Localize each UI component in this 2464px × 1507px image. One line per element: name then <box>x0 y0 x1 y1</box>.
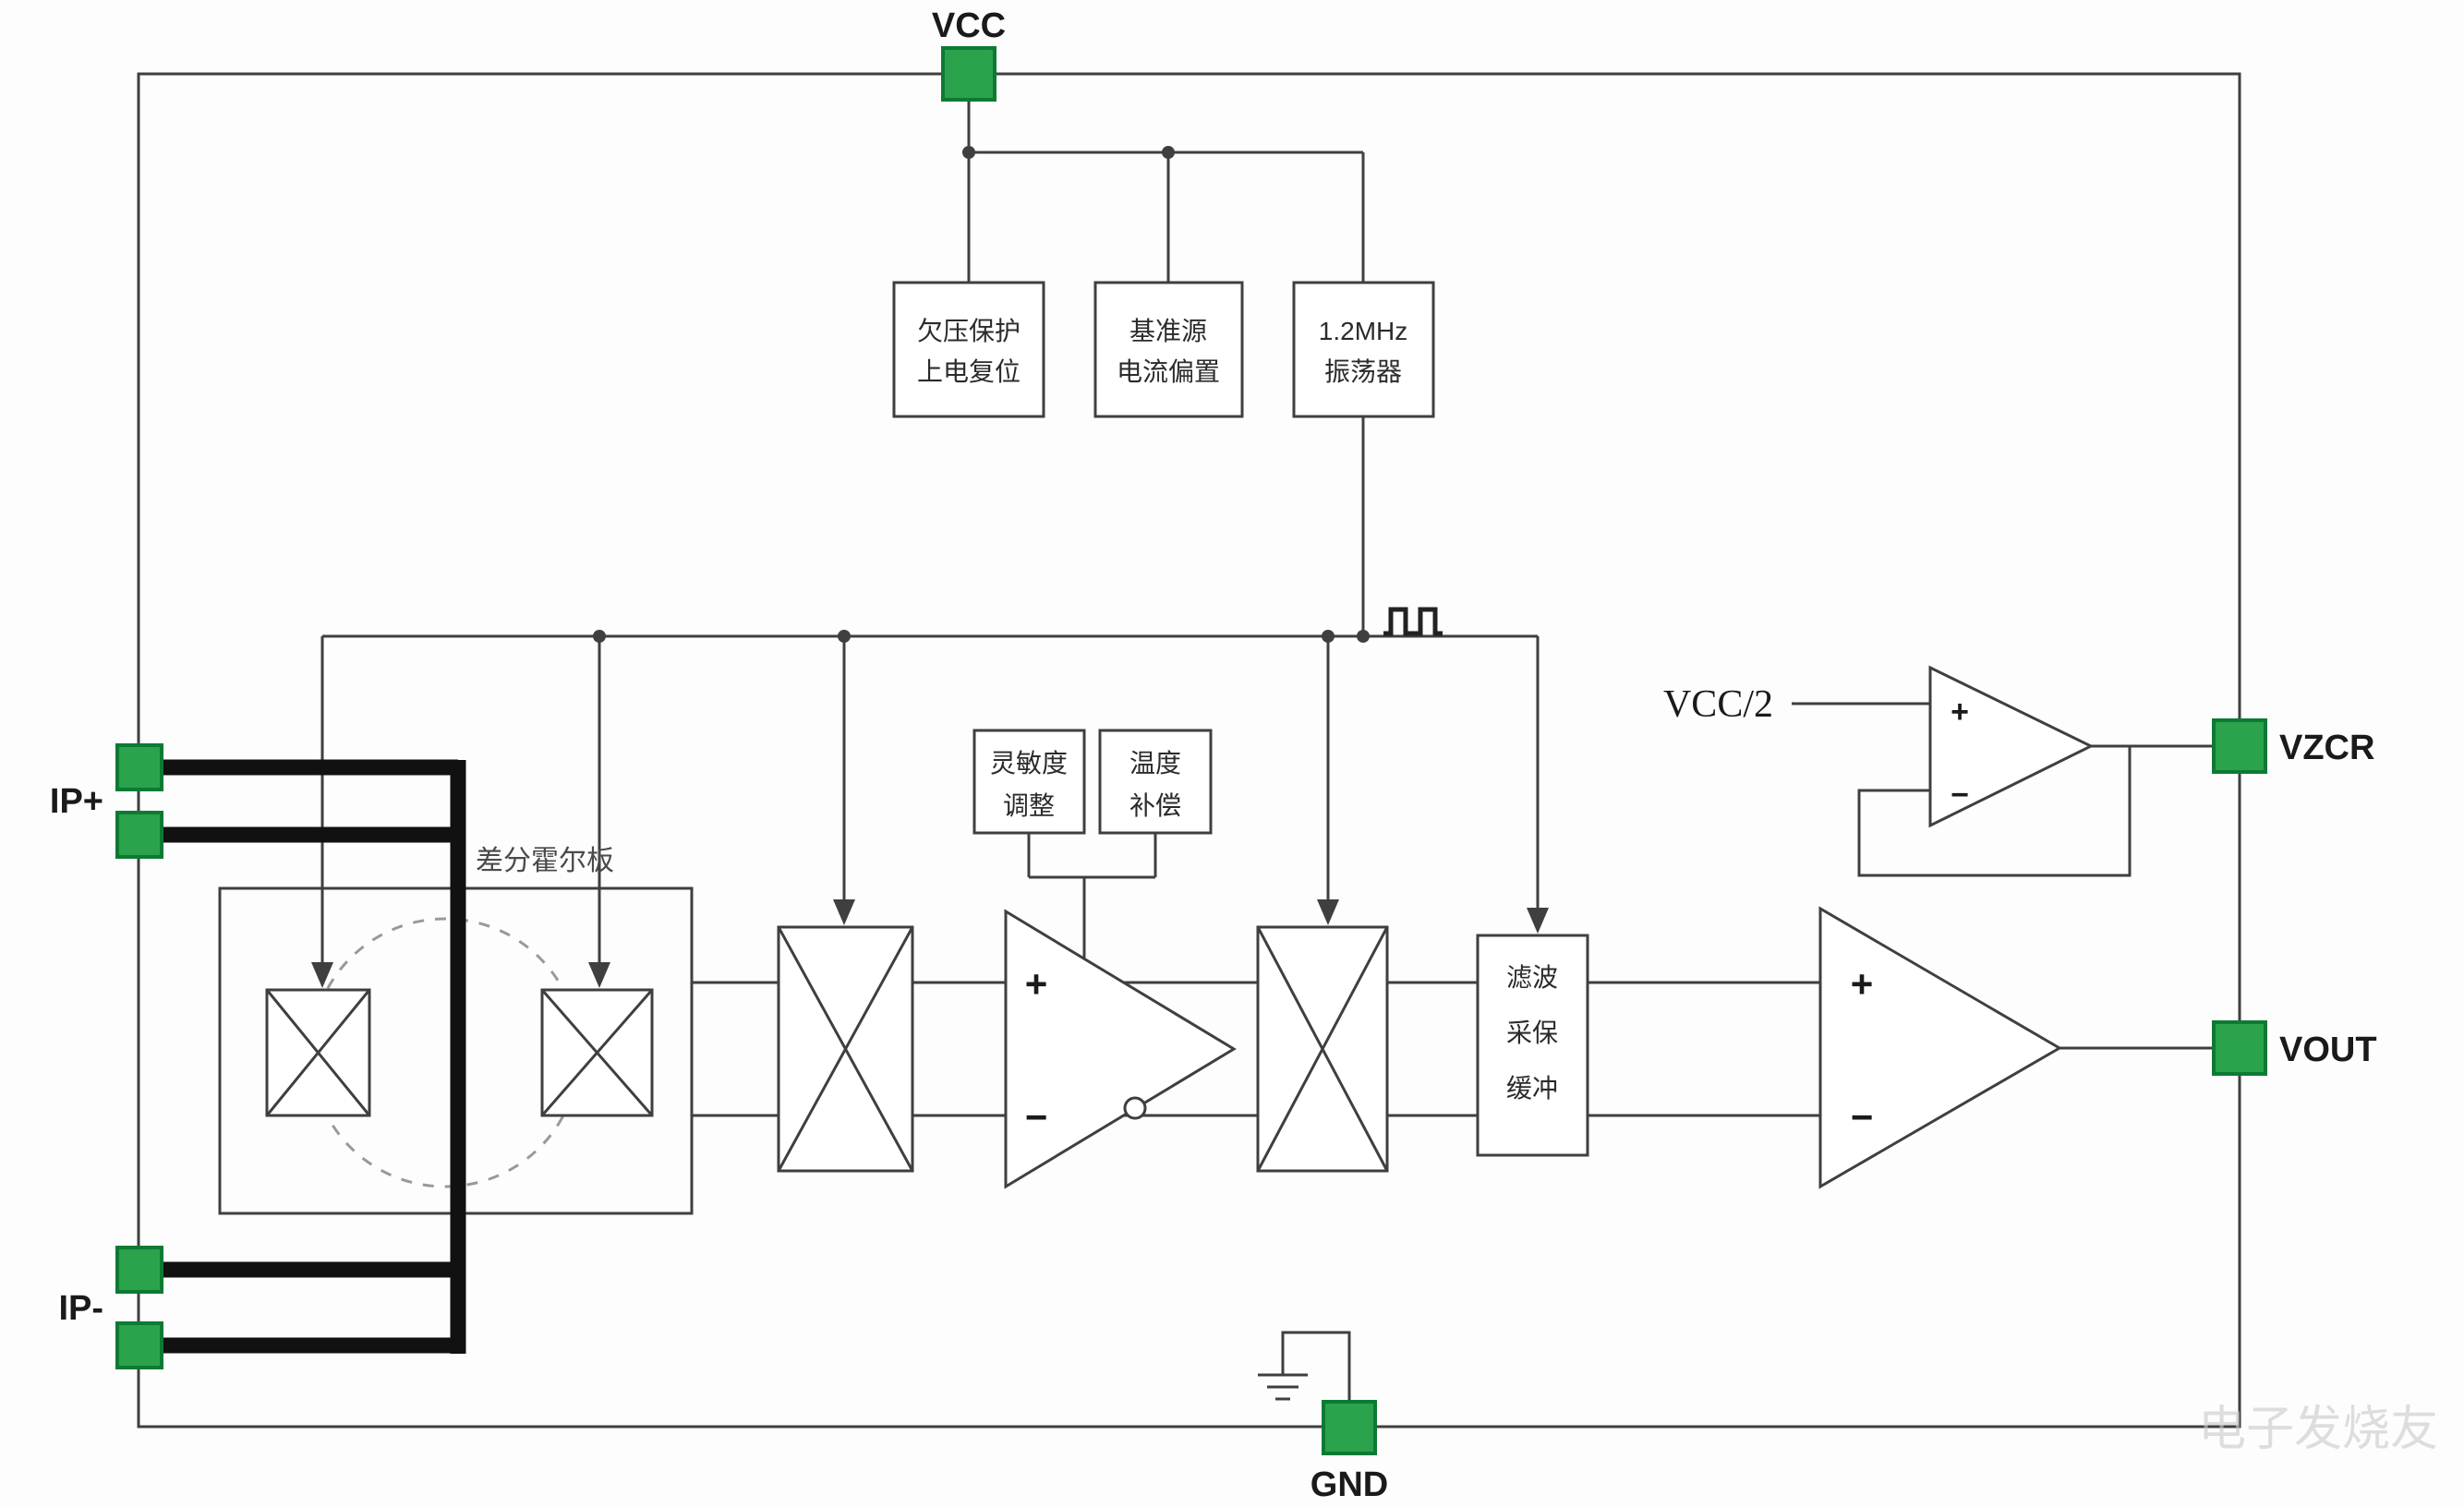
pin-label-ip-plus: IP+ <box>50 782 103 821</box>
filter-line3: 缓冲 <box>1506 1074 1558 1103</box>
chopper-2-x <box>1256 926 1389 1172</box>
chopper-amp <box>1004 909 1237 1189</box>
block-filter-sh-buffer <box>1476 934 1589 1157</box>
vzcr-buffer-amp <box>1928 665 2095 828</box>
block-sensitivity <box>972 729 1086 835</box>
clock-waveform-icon <box>1383 607 1443 636</box>
junction-dot <box>1162 146 1175 159</box>
arrowhead <box>311 962 333 988</box>
arrowhead <box>1527 908 1549 934</box>
pin-label-vout: VOUT <box>2279 1031 2377 1069</box>
pin-label-ip-minus: IP- <box>58 1289 103 1328</box>
temp-comp-line2: 补偿 <box>1129 791 1181 820</box>
wire-buffer-feedback <box>1857 746 2132 877</box>
filter-line1: 滤波 <box>1506 963 1558 992</box>
chopper-amp-offset-circle <box>1123 1096 1147 1120</box>
oscillator-line2: 振荡器 <box>1324 357 1402 386</box>
junction-dot <box>1322 630 1335 643</box>
block-oscillator <box>1292 281 1435 418</box>
arrowhead <box>1317 899 1339 925</box>
hall-plate-label: 差分霍尔板 <box>476 846 614 876</box>
pin-label-gnd: GND <box>1311 1465 1388 1504</box>
pin-ip-plus-1 <box>115 743 163 791</box>
sensitivity-line1: 灵敏度 <box>990 749 1068 778</box>
arrowhead <box>833 899 855 925</box>
output-amp-plus: + <box>1851 962 1874 1006</box>
output-amp <box>1818 906 2062 1189</box>
wire-gnd-trace <box>1281 1331 1351 1405</box>
ref-bias-line2: 电流偏置 <box>1117 357 1220 386</box>
pin-vcc <box>941 46 996 102</box>
uvlo-por-line2: 上电复位 <box>917 357 1021 386</box>
filter-line2: 采保 <box>1506 1019 1558 1047</box>
uvlo-por-line1: 欠压保护 <box>917 317 1021 345</box>
pin-ip-minus-2 <box>115 1321 163 1369</box>
output-amp-minus: − <box>1851 1095 1874 1139</box>
junction-dot <box>1357 630 1370 643</box>
pin-ip-plus-2 <box>115 811 163 859</box>
sensitivity-line2: 调整 <box>1003 791 1055 820</box>
pin-vout <box>2212 1020 2267 1076</box>
pin-gnd <box>1322 1400 1377 1455</box>
pin-label-vcc: VCC <box>932 6 1006 45</box>
junction-dot <box>838 630 851 643</box>
block-uvlo-por <box>892 281 1045 418</box>
chopper-amp-minus: − <box>1025 1095 1048 1139</box>
ground-symbol-icon <box>1258 1373 1308 1401</box>
block-temp-comp <box>1098 729 1213 835</box>
arrowhead <box>588 962 610 988</box>
vcc-half-label: VCC/2 <box>1663 683 1773 726</box>
buffer-amp-plus: + <box>1951 694 1969 729</box>
block-ref-bias <box>1093 281 1244 418</box>
hall-element-2-x <box>540 989 654 1116</box>
buffer-amp-minus: − <box>1951 778 1969 813</box>
ref-bias-line1: 基准源 <box>1129 317 1207 345</box>
pin-vzcr <box>2212 718 2267 774</box>
junction-dot <box>962 146 975 159</box>
chopper-1-x <box>777 926 914 1172</box>
oscillator-line1: 1.2MHz <box>1319 317 1407 345</box>
watermark: 电子发烧友 <box>2198 1403 2438 1456</box>
hall-element-1-x <box>265 989 371 1116</box>
chopper-amp-plus: + <box>1025 962 1048 1006</box>
junction-dot <box>593 630 606 643</box>
temp-comp-line1: 温度 <box>1129 749 1181 778</box>
pin-label-vzcr: VZCR <box>2279 729 2374 767</box>
pin-ip-minus-1 <box>115 1246 163 1294</box>
